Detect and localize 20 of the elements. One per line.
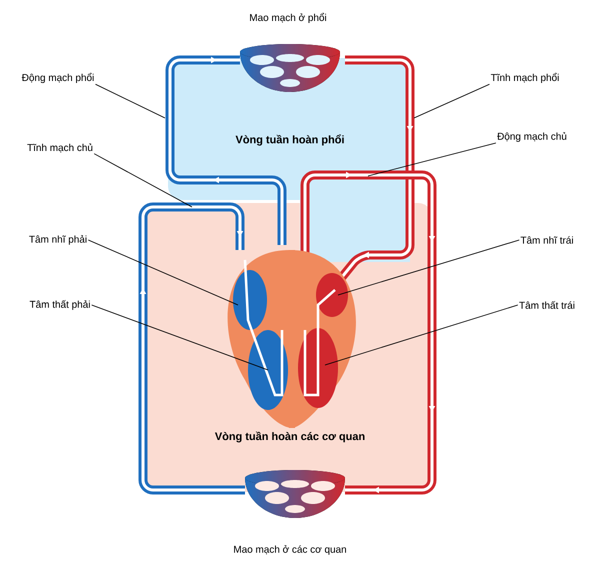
- label-text: Tâm thất trái: [519, 301, 574, 309]
- capillary-label: Mao mạch ở phổi: [250, 12, 326, 24]
- label-text: Tâm thất phải: [30, 300, 90, 310]
- label-text: Tĩnh mạch phổi: [490, 72, 559, 84]
- label-text: Động mạch chủ: [497, 132, 566, 142]
- leader-line: [368, 142, 496, 176]
- label-text: Tâm nhĩ phải: [29, 235, 86, 245]
- leader-line: [95, 84, 166, 118]
- capillary-label: Mao mạch ở các cơ quan: [234, 545, 346, 555]
- leader-line: [94, 153, 192, 208]
- leader-line: [338, 240, 520, 296]
- leader-line: [91, 304, 268, 370]
- label-text: Động mạch phổi: [22, 72, 94, 84]
- label-text: Tâm nhĩ trái: [520, 236, 573, 244]
- label-text: Tĩnh mạch chủ: [27, 143, 92, 153]
- region-title: Vòng tuần hoàn các cơ quan: [214, 432, 364, 442]
- region-title: Vòng tuần hoàn phổi: [236, 134, 344, 146]
- leader-line: [324, 304, 518, 366]
- leader-line: [414, 84, 490, 118]
- leader-line: [88, 240, 238, 306]
